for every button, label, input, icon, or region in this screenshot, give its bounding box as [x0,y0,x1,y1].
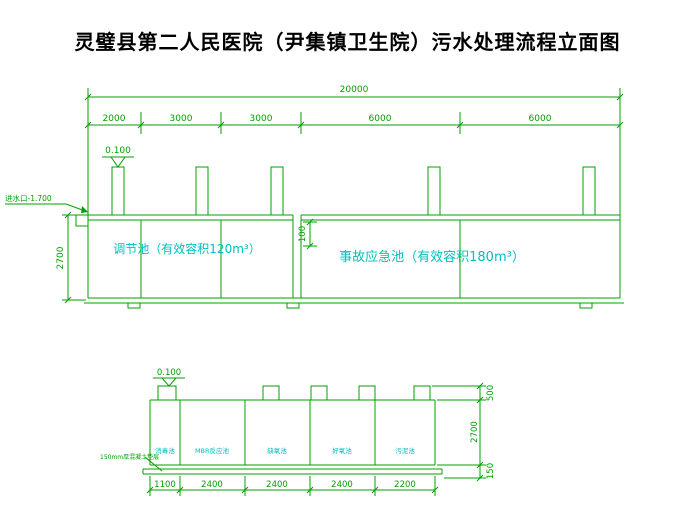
tank-foot [579,302,593,309]
bottom-dim-extensions [149,476,436,496]
lower-elevation-texts: 0.100 消毒池 MBR反应池 缺氧池 好氧池 污泥池 150mm厚混凝土垫层… [100,368,496,490]
slab-step-dim: 100 [298,226,308,242]
vent-column [270,166,284,216]
right-dim-extensions [432,385,486,479]
tank-riser [413,385,431,401]
upper-dim-lines [88,96,620,126]
upper-elevation-texts: 20000 2000 3000 3000 6000 6000 0.100 进水口… [5,85,552,269]
upper-dim-ticks [84,93,624,129]
inlet-leader-line [5,203,89,213]
segment-dim: 2000 [103,114,126,124]
tank-riser [310,385,328,401]
bottom-dim-ticks [146,486,439,494]
emergency-tank-label: 事故应急池（有效容积180m³） [339,249,525,265]
tank-bottom-slab [84,297,624,304]
compartment-dividers [179,400,376,465]
tank-riser [157,385,177,401]
tank-height-dim: 2700 [56,246,66,269]
width-dim: 2400 [201,480,223,490]
segment-dim: 6000 [369,114,392,124]
width-dim: 1100 [154,480,176,490]
tank-riser [358,385,376,401]
cushion-label: 150mm厚混凝土垫层 [100,453,159,461]
lower-elevation-linework [142,377,486,496]
upper-extension-lines [87,88,621,215]
width-dim: 2400 [331,480,353,490]
total-width-dim: 20000 [340,85,369,95]
left-dim-ticks [64,211,72,304]
vent-column [582,166,596,216]
upper-elevation-linework [5,88,624,309]
segment-dim: 3000 [170,114,193,124]
vent-column [111,166,125,216]
compartment-label: 缺氧池 [267,446,287,455]
elevation-value: 0.100 [105,146,131,156]
vent-column [427,166,441,216]
drawing-title: 灵璧县第二人民医院（尹集镇卫生院）污水处理流程立面图 [74,32,621,54]
height-dim: 2700 [470,421,480,443]
compartment-label: MBR反应池 [195,446,230,455]
inlet-pipe-stub [75,214,89,227]
cushion-leader-line [144,456,163,472]
right-dim-ticks [476,382,484,482]
elevation-marker-triangle-icon [160,377,178,387]
elevation-value: 0.100 [157,368,181,378]
compartment-label: 消毒池 [155,446,175,455]
segment-dim: 6000 [529,114,552,124]
step-dim [303,218,317,250]
regulating-tank-label: 调节池（有效容积120m³） [113,241,260,256]
height-dim: 150 [486,463,496,479]
compartment-label: 污泥池 [395,446,415,455]
tank-foot [127,302,141,309]
tank-foot [286,302,300,309]
tank-top-slab [88,214,620,221]
inlet-label: 进水口-1.700 [5,193,52,203]
compartment-label: 好氧池 [332,446,352,455]
height-dim: 500 [486,385,496,401]
vent-column [195,166,209,216]
tank-walls [87,215,621,298]
segment-dim: 3000 [250,114,273,124]
inlet-arrowhead-icon [81,206,88,213]
left-dim-extensions [62,214,86,301]
treatment-tank-outline [149,399,436,466]
tank-inner-dividers [140,220,461,298]
width-dim: 2400 [266,480,288,490]
width-dim: 2200 [394,480,416,490]
tank-riser [262,385,280,401]
base-slab [142,468,443,475]
elevation-marker-triangle-icon [110,156,126,168]
